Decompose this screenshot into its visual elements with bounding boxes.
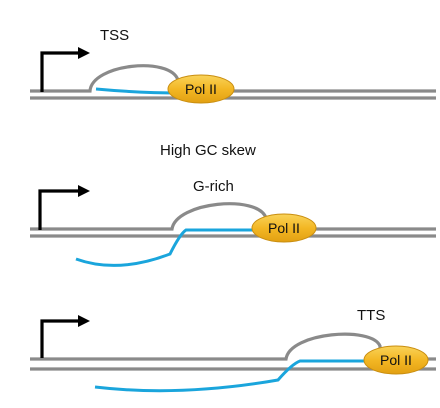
polymerase-label: Pol II [268,220,300,236]
rna-transcript [95,87,181,95]
promoter-arrow-head [78,47,90,59]
polymerase-label: Pol II [380,352,412,368]
promoter-arrow-icon [40,319,79,358]
promoter-arrow-icon [40,51,79,92]
polymerase-label: Pol II [185,81,217,97]
polymerase-icon: Pol II [167,74,235,104]
rna-transcript [94,359,380,393]
dna-duplex [30,332,436,371]
dna-coding-strand [30,332,436,361]
tss-label: TSS [100,27,129,44]
promoter-arrow-head [78,185,90,197]
promoter-arrow-head [78,315,90,327]
panel-gc-skew: High GC skew G-rich Pol II [30,142,436,267]
polymerase-icon: Pol II [363,345,429,375]
panel-tss: TSS Pol II [30,27,436,104]
tts-label: TTS [357,307,385,324]
polymerase-icon: Pol II [251,213,317,243]
promoter-arrow-icon [38,189,79,230]
dna-coding-strand [30,202,436,231]
g-rich-label: G-rich [193,178,234,195]
gc-skew-label: High GC skew [160,142,256,159]
panel-tts: TTS Pol II [30,307,436,393]
rna-transcript [75,228,266,267]
